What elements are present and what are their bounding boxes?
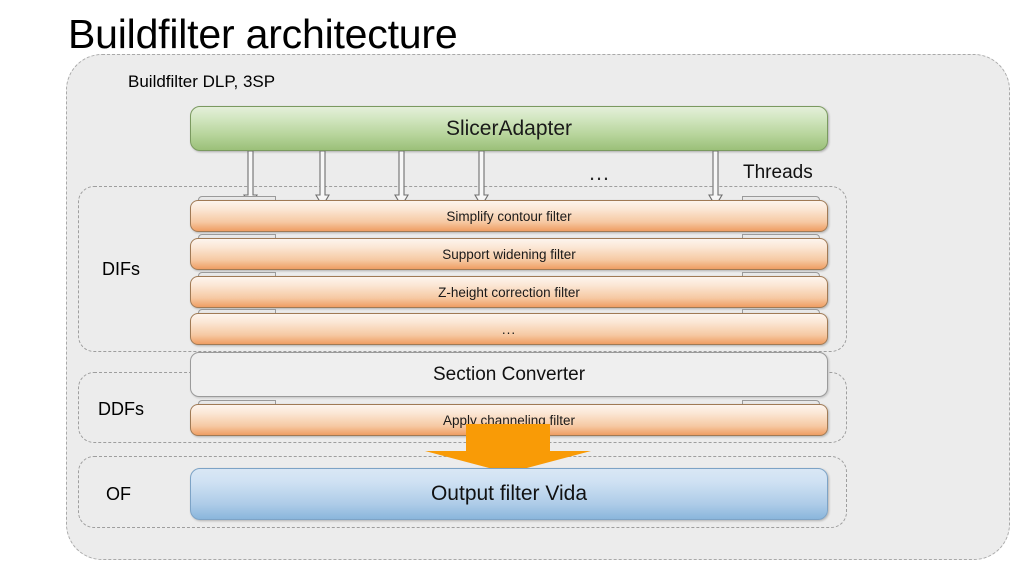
stack-stub-left: [198, 400, 276, 405]
group-label-difs: DIFs: [102, 259, 140, 279]
stack-stub-right: [742, 234, 820, 239]
section-converter-label: Section Converter: [432, 363, 586, 385]
group-label-of: OF: [106, 484, 131, 504]
output-filter-box[interactable]: Output filter Vida: [190, 468, 828, 520]
stack-stub-left: [198, 272, 276, 277]
dif-filter-row-2[interactable]: Support widening filter: [190, 234, 828, 270]
section-converter-box[interactable]: Section Converter: [190, 352, 828, 397]
stack-stub-right: [742, 196, 820, 201]
dif-filter-bar-3[interactable]: Z-height correction filter: [190, 276, 828, 308]
dif-filter-row-3[interactable]: Z-height correction filter: [190, 272, 828, 308]
dif-filter-bar-2[interactable]: Support widening filter: [190, 238, 828, 270]
stack-stub-left: [198, 309, 276, 314]
stack-stub-right: [742, 309, 820, 314]
dif-filter-label-1: Simplify contour filter: [446, 208, 572, 224]
page-title: Buildfilter architecture: [68, 11, 458, 57]
threads-label: Threads: [743, 162, 813, 183]
threads-ellipsis: …: [588, 160, 612, 185]
group-label-ddfs: DDFs: [98, 399, 144, 419]
output-filter-label: Output filter Vida: [430, 482, 588, 505]
slicer-adapter-box[interactable]: SlicerAdapter: [190, 106, 828, 151]
slicer-adapter-label: SlicerAdapter: [445, 116, 573, 140]
stack-stub-left: [198, 234, 276, 239]
stack-stub-right: [742, 400, 820, 405]
dif-filter-label-3: Z-height correction filter: [438, 284, 580, 300]
outer-container-label: Buildfilter DLP, 3SP: [128, 72, 276, 91]
dif-filter-row-4[interactable]: ...: [190, 309, 828, 345]
ddf-filter-label-1: Apply channeling filter: [442, 412, 576, 428]
stack-stub-right: [742, 272, 820, 277]
dif-filter-bar-1[interactable]: Simplify contour filter: [190, 200, 828, 232]
dif-filter-row-1[interactable]: Simplify contour filter: [190, 196, 828, 232]
stack-stub-left: [198, 196, 276, 201]
dif-filter-bar-4[interactable]: ...: [190, 313, 828, 345]
dif-filter-label-2: Support widening filter: [442, 246, 576, 262]
dif-filter-label-4: ...: [501, 321, 517, 337]
down-block-arrow-icon: [424, 424, 592, 474]
